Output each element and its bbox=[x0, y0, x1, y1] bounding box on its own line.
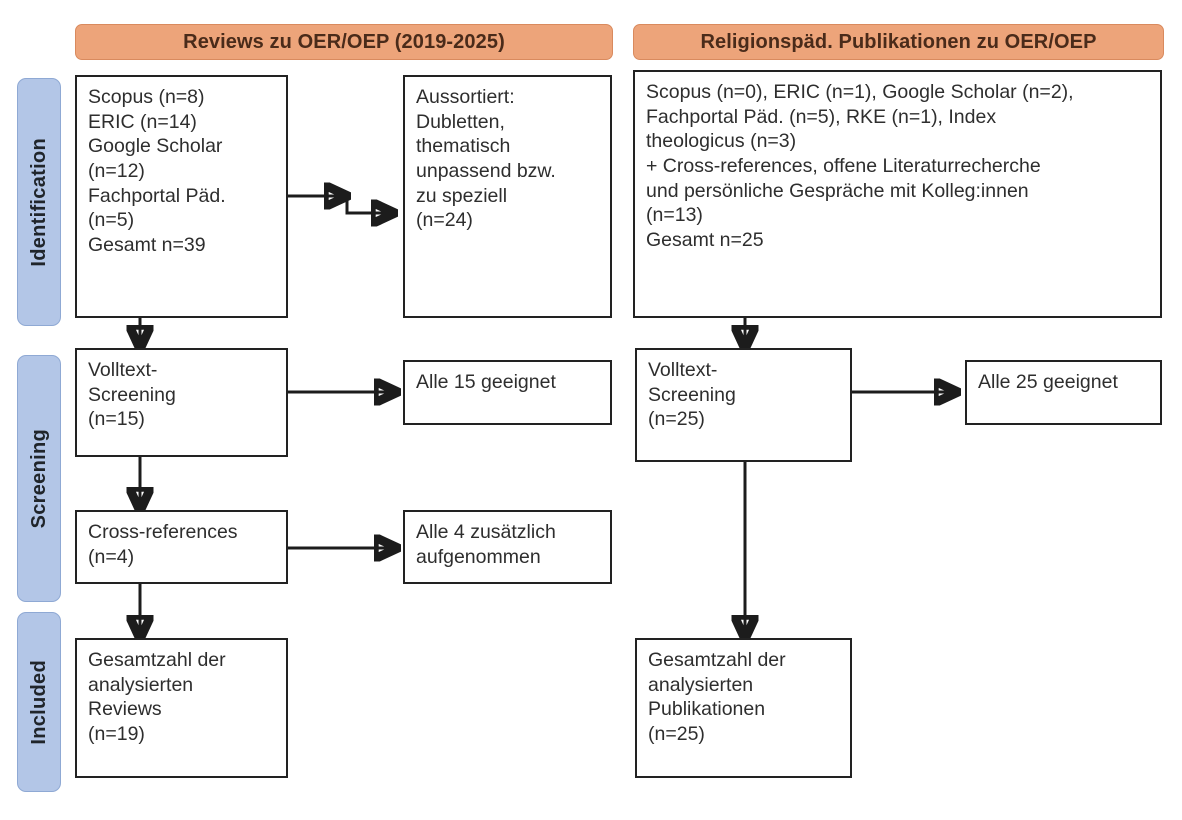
box-right-fulltext-screening: Volltext- Screening (n=25) bbox=[635, 348, 852, 462]
stage-label-included-text: Included bbox=[27, 659, 50, 745]
box-left-crossrefs: Cross-references (n=4) bbox=[75, 510, 288, 584]
column-banner-reviews-label: Reviews zu OER/OEP (2019-2025) bbox=[183, 30, 505, 53]
stage-label-identification: Identification bbox=[17, 78, 61, 326]
box-left-crossrefs-added: Alle 4 zusätzlich aufgenommen bbox=[403, 510, 612, 584]
column-banner-publikationen-label: Religionspäd. Publikationen zu OER/OEP bbox=[700, 30, 1097, 53]
box-left-screening-suitable: Alle 15 geeignet bbox=[403, 360, 612, 425]
box-left-excluded: Aussortiert: Dubletten, thematisch unpas… bbox=[403, 75, 612, 318]
column-banner-publikationen: Religionspäd. Publikationen zu OER/OEP bbox=[633, 24, 1164, 60]
column-banner-reviews: Reviews zu OER/OEP (2019-2025) bbox=[75, 24, 613, 60]
stage-label-screening: Screening bbox=[17, 355, 61, 602]
box-left-fulltext-screening: Volltext- Screening (n=15) bbox=[75, 348, 288, 457]
stage-label-identification-text: Identification bbox=[27, 137, 50, 267]
stage-label-screening-text: Screening bbox=[27, 428, 50, 529]
box-left-included: Gesamtzahl der analysierten Reviews (n=1… bbox=[75, 638, 288, 778]
box-right-screening-suitable: Alle 25 geeignet bbox=[965, 360, 1162, 425]
box-right-included: Gesamtzahl der analysierten Publikatione… bbox=[635, 638, 852, 778]
stage-label-included: Included bbox=[17, 612, 61, 792]
box-left-identification: Scopus (n=8) ERIC (n=14) Google Scholar … bbox=[75, 75, 288, 318]
box-right-identification: Scopus (n=0), ERIC (n=1), Google Scholar… bbox=[633, 70, 1162, 318]
